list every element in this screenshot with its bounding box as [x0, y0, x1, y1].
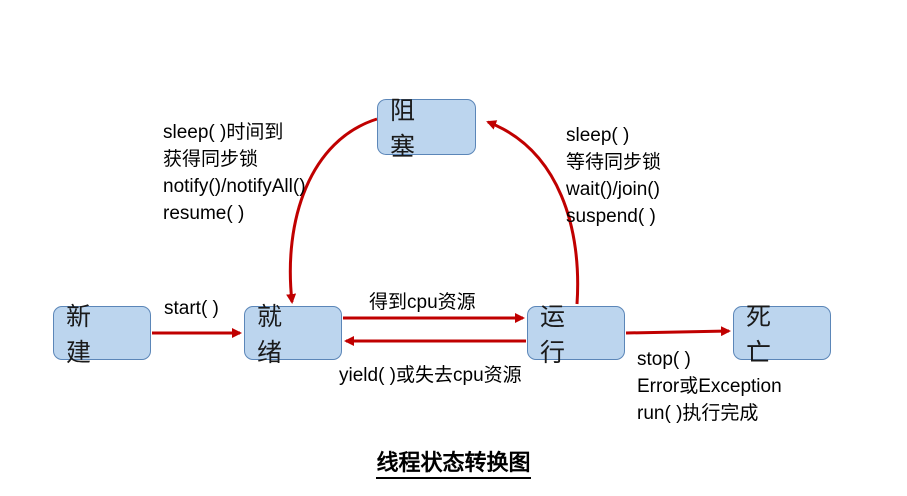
label-ready-to-running: 得到cpu资源: [369, 292, 476, 313]
label-line: 获得同步锁: [163, 149, 259, 170]
state-running: 运 行: [527, 302, 625, 367]
label-running-to-dead: stop( ) Error或Exception run( )执行完成: [637, 346, 782, 427]
label-line: resume( ): [163, 203, 245, 224]
arrow-running-to-blocked: [486, 120, 580, 305]
state-dead: 死 亡: [733, 302, 831, 367]
state-ready: 就 绪: [244, 302, 342, 367]
diagram-caption: 线程状态转换图: [0, 445, 907, 479]
label-new-to-ready: start( ): [164, 298, 219, 319]
label-line: sleep( ): [566, 125, 630, 146]
caption-text: 线程状态转换图: [376, 450, 531, 479]
label-line: notify()/notifyAll(): [163, 176, 306, 197]
arrow-blocked-to-ready: [286, 117, 378, 304]
label-line: suspend( ): [566, 206, 656, 227]
arrow-running-to-dead: [625, 326, 731, 337]
label-line: wait()/join(): [566, 179, 660, 200]
label-line: 等待同步锁: [566, 152, 662, 173]
label-running-to-blocked: sleep( ) 等待同步锁 wait()/join() suspend( ): [566, 122, 661, 230]
label-line: Error或Exception: [637, 376, 782, 397]
label-line: sleep( )时间到: [163, 122, 284, 143]
label-blocked-to-ready: sleep( )时间到 获得同步锁 notify()/notifyAll() r…: [163, 119, 306, 227]
label-running-to-ready: yield( )或失去cpu资源: [339, 365, 522, 386]
state-new: 新 建: [53, 302, 151, 367]
label-line: stop( ): [637, 349, 691, 370]
state-blocked: 阻 塞: [377, 96, 476, 161]
label-line: run( )执行完成: [637, 403, 759, 424]
